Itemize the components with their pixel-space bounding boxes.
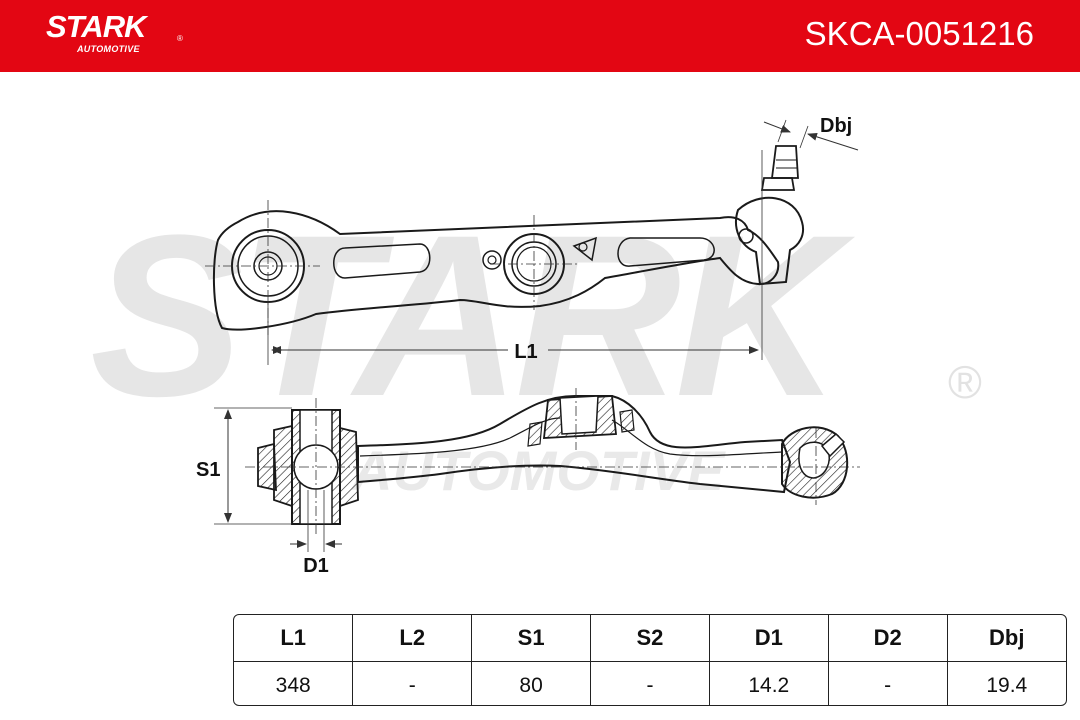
brand-logo-registered-mark: ® (177, 34, 183, 43)
specs-header-cell: S2 (590, 615, 710, 662)
brand-logo: STARK ® AUTOMOTIVE (46, 10, 186, 60)
specs-value-cell: - (590, 661, 710, 705)
specs-header-cell: Dbj (947, 615, 1066, 662)
dimension-s1: S1 (196, 407, 292, 525)
dimension-d1-label: D1 (303, 555, 329, 577)
specs-header-cell: S1 (471, 615, 592, 662)
specs-value-cell: 14.2 (709, 661, 829, 705)
dimension-l1-label: L1 (514, 341, 537, 363)
header-bar: STARK ® AUTOMOTIVE SKCA-0051216 (0, 0, 1080, 72)
dimension-d1: D1 (290, 490, 342, 577)
specs-table: L1 L2 S1 S2 D1 D2 Dbj 348 - 80 - 14.2 - … (233, 614, 1067, 706)
dimension-dbj-label: Dbj (820, 115, 852, 137)
ball-joint-top (735, 196, 804, 286)
specs-header-cell: D2 (828, 615, 948, 662)
side-view-centerlines (245, 388, 860, 536)
specs-value-cell: 80 (471, 661, 592, 705)
brand-logo-text: STARK (46, 9, 146, 44)
specs-header-cell: L1 (234, 615, 354, 662)
brand-logo-subtitle: AUTOMOTIVE (77, 44, 140, 54)
specs-header-row: L1 L2 S1 S2 D1 D2 Dbj (234, 615, 1066, 662)
specs-value-cell: 348 (234, 661, 354, 705)
right-slot (617, 237, 715, 267)
dimension-l1: L1 (267, 300, 759, 365)
specs-value-cell: - (828, 661, 948, 705)
dimension-dbj: Dbj (763, 115, 859, 151)
side-arm-outline (357, 395, 792, 494)
specs-value-row: 348 - 80 - 14.2 - 19.4 (234, 661, 1066, 705)
watermark-registered-mark: ® (948, 356, 982, 408)
specs-header-cell: L2 (352, 615, 473, 662)
watermark: STARK AUTOMOTIVE ® (90, 187, 982, 502)
specs-value-cell: 19.4 (986, 673, 1028, 697)
left-slot (333, 243, 431, 279)
specs-header-cell: D1 (709, 615, 829, 662)
watermark-text: STARK (90, 187, 856, 444)
dimension-s1-label: S1 (196, 459, 220, 481)
technical-drawing: STARK AUTOMOTIVE ® (90, 115, 982, 577)
specs-value-cell: - (352, 661, 473, 705)
watermark-subtitle: AUTOMOTIVE (350, 439, 726, 502)
part-number: SKCA-0051216 (804, 15, 1034, 52)
